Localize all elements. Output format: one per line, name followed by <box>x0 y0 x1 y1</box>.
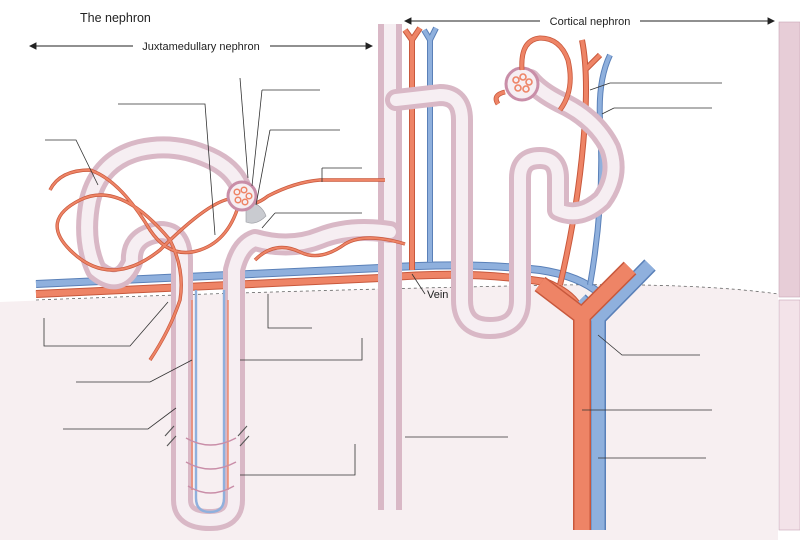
side-bar-medulla <box>778 299 800 531</box>
juxtamedullary-tubule <box>76 136 401 531</box>
interlobular-vessels <box>534 259 656 530</box>
vein-leader-line <box>411 273 426 295</box>
figure-title: The nephron <box>80 11 151 25</box>
leader-lines <box>43 77 722 476</box>
double-arrow-icon <box>28 42 374 50</box>
capsule-icon <box>504 66 540 102</box>
double-arrow-icon <box>403 17 776 25</box>
cortical-tubule <box>385 35 625 339</box>
glomerulus-cortical <box>512 73 533 93</box>
vein-label: Vein <box>427 289 448 301</box>
cortex-medulla-boundary <box>35 284 779 301</box>
juxtamedullary-label: Juxtamedullary nephron <box>142 41 259 53</box>
cortical-label: Cortical nephron <box>550 16 631 28</box>
capsule-icon <box>226 180 258 212</box>
glomerulus-juxtamedullary <box>233 186 253 206</box>
juxtamedullary-capsule <box>226 180 267 224</box>
side-bar-cortex <box>778 21 800 298</box>
break-mark-icon <box>164 425 250 447</box>
vasa-near-duct <box>402 26 439 270</box>
